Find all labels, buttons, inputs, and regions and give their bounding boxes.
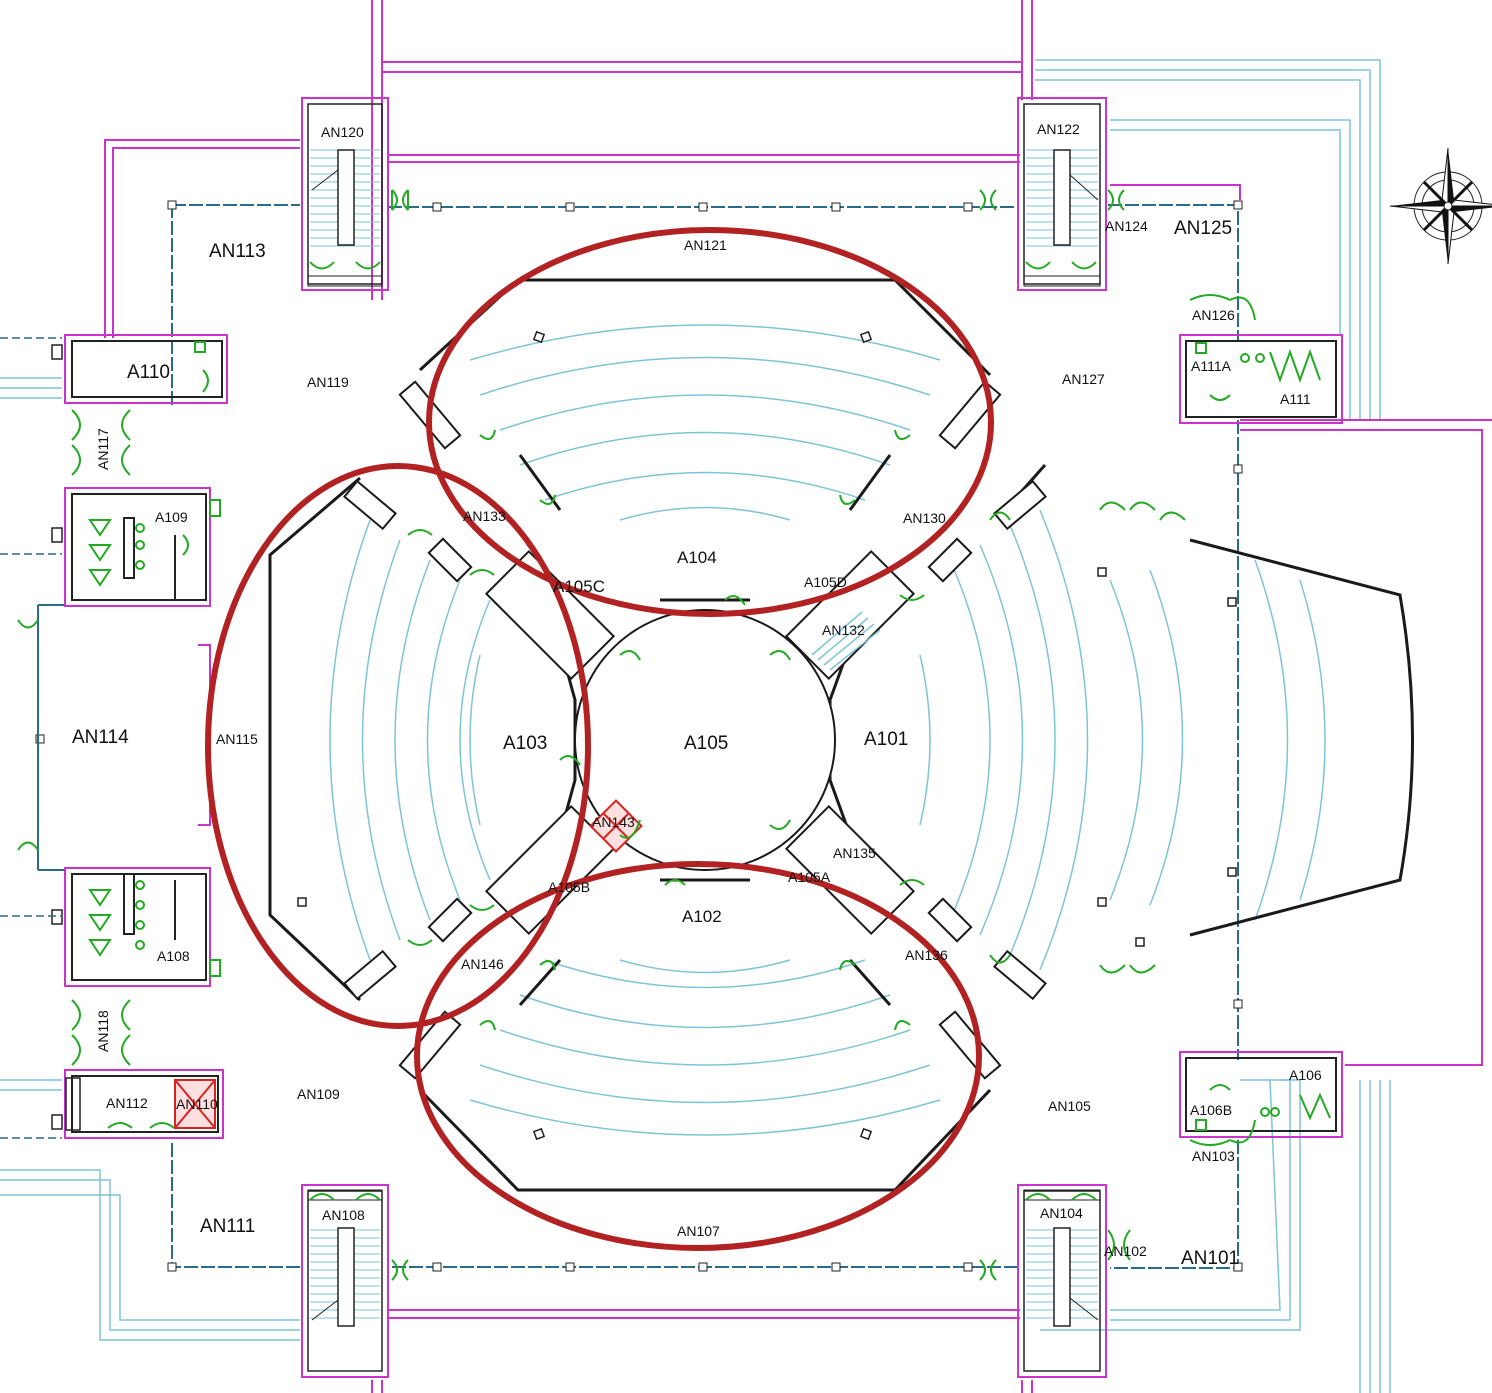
label-an102: AN102: [1104, 1243, 1147, 1259]
stair-an132: [811, 611, 881, 671]
label-an146: AN146: [461, 956, 504, 972]
stair-an108: [301, 1184, 389, 1378]
label-an136: AN136: [905, 947, 948, 963]
label-an121: AN121: [684, 237, 727, 253]
label-an103: AN103: [1192, 1148, 1235, 1164]
label-an127: AN127: [1062, 371, 1105, 387]
label-an115: AN115: [216, 731, 258, 747]
label-an108: AN108: [322, 1207, 365, 1223]
label-a109: A109: [155, 509, 188, 525]
label-an107: AN107: [677, 1223, 720, 1239]
highlight-ellipse-left: [205, 463, 591, 1029]
label-a111: A111: [1280, 391, 1311, 407]
room-labels: AN113 AN120 AN122 AN121 AN124 AN125 AN12…: [72, 121, 1322, 1269]
label-an114: AN114: [72, 727, 129, 748]
label-an118: AN118: [95, 1010, 111, 1052]
label-a103: A103: [503, 733, 547, 754]
label-an110: AN110: [176, 1096, 218, 1112]
label-a108: A108: [157, 948, 190, 964]
label-a105d: A105D: [804, 574, 847, 590]
label-an109: AN109: [297, 1086, 340, 1102]
doors: [17, 189, 1256, 1281]
label-an120: AN120: [321, 124, 364, 140]
label-an113: AN113: [209, 241, 266, 262]
label-an105: AN105: [1048, 1098, 1091, 1114]
compass-rose-icon: [1389, 147, 1492, 265]
stair-an122: [1017, 97, 1107, 291]
highlight-ellipse-top: [426, 227, 994, 617]
label-a105a: A105A: [788, 869, 831, 885]
label-an101: AN101: [1181, 1248, 1239, 1269]
label-an104: AN104: [1040, 1205, 1083, 1221]
label-an133: AN133: [463, 508, 506, 524]
label-an124: AN124: [1105, 218, 1148, 234]
label-an125: AN125: [1174, 218, 1232, 239]
rotunda-a105: [574, 609, 836, 871]
highlight-ellipse-bottom: [414, 861, 982, 1251]
stair-towers: [301, 97, 1107, 1378]
label-a102: A102: [682, 907, 722, 926]
service-rooms: [0, 334, 1343, 1139]
label-a111a: A111A: [1191, 358, 1232, 374]
label-a101: A101: [864, 729, 908, 750]
label-an126: AN126: [1192, 307, 1235, 323]
label-a105: A105: [684, 733, 728, 754]
label-a106: A106: [1289, 1067, 1322, 1083]
label-an130: AN130: [903, 510, 946, 526]
label-an119: AN119: [307, 374, 349, 390]
building-envelope: [35, 200, 1243, 1272]
label-a105b: A105B: [548, 879, 590, 895]
label-a106b: A106B: [1190, 1102, 1232, 1118]
column-markers: [297, 330, 1237, 1141]
lobby-an114: [37, 604, 65, 871]
label-an111: AN111: [200, 1216, 255, 1237]
auditorium-seating: [329, 324, 1326, 1136]
label-a105c: A105C: [553, 577, 605, 596]
label-an143: AN143: [592, 814, 635, 830]
label-an132: AN132: [822, 622, 865, 638]
stair-an120: [301, 97, 389, 291]
highlight-ellipses: [205, 227, 994, 1251]
stair-an104: [1017, 1184, 1107, 1378]
label-an122: AN122: [1037, 121, 1080, 137]
elevator-an143: [589, 799, 643, 853]
label-a110: A110: [127, 362, 170, 383]
label-an135: AN135: [833, 845, 876, 861]
label-a104: A104: [677, 548, 717, 567]
label-an112: AN112: [106, 1095, 148, 1111]
label-an117: AN117: [95, 428, 111, 470]
